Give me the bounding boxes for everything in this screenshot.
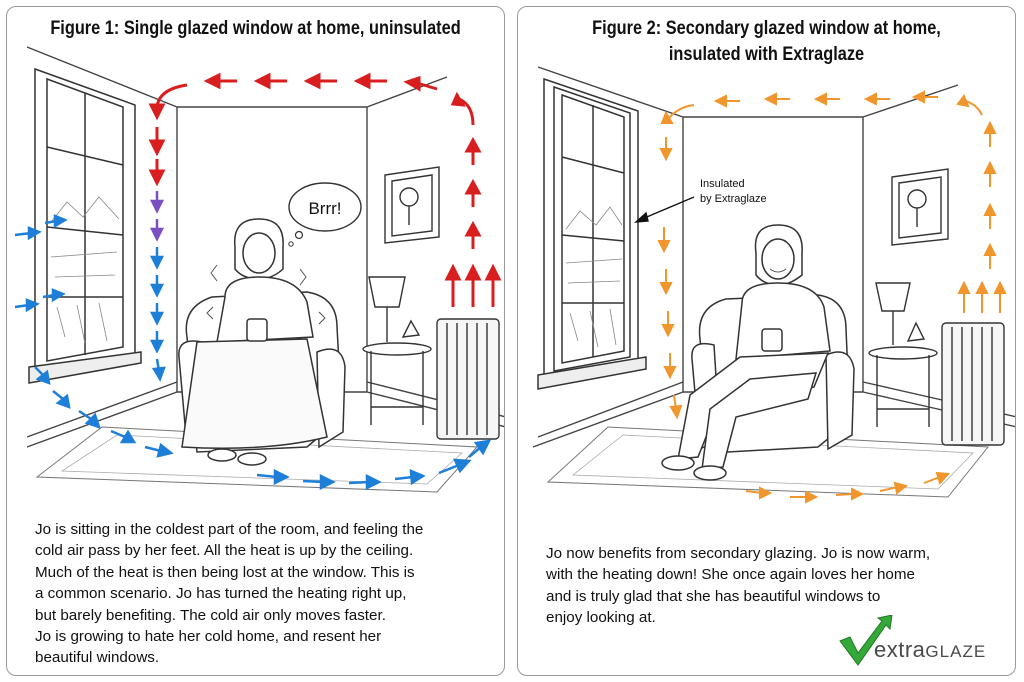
window-view-sketch bbox=[50, 196, 120, 344]
figure-1-panel: Figure 1: Single glazed window at home, … bbox=[6, 6, 505, 676]
caption-line: beautiful windows. bbox=[35, 649, 160, 667]
figure-2-title-line-2: insulated with Extraglaze bbox=[668, 44, 865, 65]
figure-1-illustration: Brrr! bbox=[14, 46, 504, 493]
extraglaze-logo: extraGLAZE bbox=[836, 615, 996, 667]
figure-2-panel: Figure 2: Secondary glazed window at hom… bbox=[517, 6, 1016, 676]
logo-text: extraGLAZE bbox=[874, 637, 986, 663]
cold-air-arrows bbox=[14, 214, 492, 491]
figure-2-illustration bbox=[532, 66, 1015, 504]
shiver-marks bbox=[206, 264, 326, 325]
caption-line: a common scenario. Jo has turned the hea… bbox=[35, 585, 407, 603]
speech-bubble: Brrr! bbox=[288, 182, 362, 247]
logo-checkmark-icon bbox=[839, 615, 893, 666]
smile bbox=[769, 268, 787, 273]
caption-line: with the heating down! She once again lo… bbox=[546, 566, 915, 584]
logo-text-suffix: GLAZE bbox=[925, 642, 987, 661]
callout-line: Insulated bbox=[700, 178, 745, 190]
radiator bbox=[941, 322, 1005, 446]
single-glazed-window bbox=[28, 67, 142, 384]
figure-1-title: Figure 1: Single glazed window at home, … bbox=[50, 18, 461, 39]
wall-picture bbox=[384, 166, 440, 244]
radiator bbox=[436, 318, 500, 440]
figure-2-title-line-1: Figure 2: Secondary glazed window at hom… bbox=[592, 18, 941, 39]
jo-cold-figure bbox=[181, 218, 328, 466]
room-outline bbox=[532, 66, 1015, 498]
figure-1-caption: Jo is sitting in the coldest part of the… bbox=[35, 519, 495, 669]
jo-warm-figure bbox=[661, 224, 831, 481]
caption-line: Jo is growing to hate her cold home, and… bbox=[35, 628, 382, 646]
side-table-lamp bbox=[868, 282, 938, 427]
secondary-glazed-window bbox=[537, 77, 647, 390]
insulated-callout-label: Insulated by Extraglaze bbox=[700, 177, 767, 207]
caption-line: Jo is sitting in the coldest part of the… bbox=[35, 521, 424, 538]
side-table-lamp bbox=[362, 276, 432, 425]
figure-2-caption: Jo now benefits from secondary glazing. … bbox=[546, 543, 1006, 629]
wall-picture bbox=[891, 168, 949, 246]
window-view-sketch bbox=[565, 206, 623, 348]
caption-line: enjoy looking at. bbox=[546, 609, 656, 627]
logo-text-main: extra bbox=[874, 637, 926, 662]
insulated-callout-pointer bbox=[633, 196, 695, 223]
speech-text: Brrr! bbox=[308, 199, 341, 218]
transition-arrows bbox=[149, 191, 165, 242]
caption-line: but barely benefiting. The cold air only… bbox=[35, 606, 386, 624]
warm-air-arrows bbox=[657, 90, 1007, 504]
hot-air-arrows bbox=[148, 72, 502, 307]
caption-line: Much of the heat is then being lost at t… bbox=[35, 563, 415, 581]
caption-line: and is truly glad that she has beautiful… bbox=[546, 587, 881, 605]
caption-line: Jo now benefits from secondary glazing. … bbox=[546, 545, 931, 562]
callout-line: by Extraglaze bbox=[700, 193, 767, 205]
caption-line: cold air pass by her feet. All the heat … bbox=[35, 542, 414, 560]
